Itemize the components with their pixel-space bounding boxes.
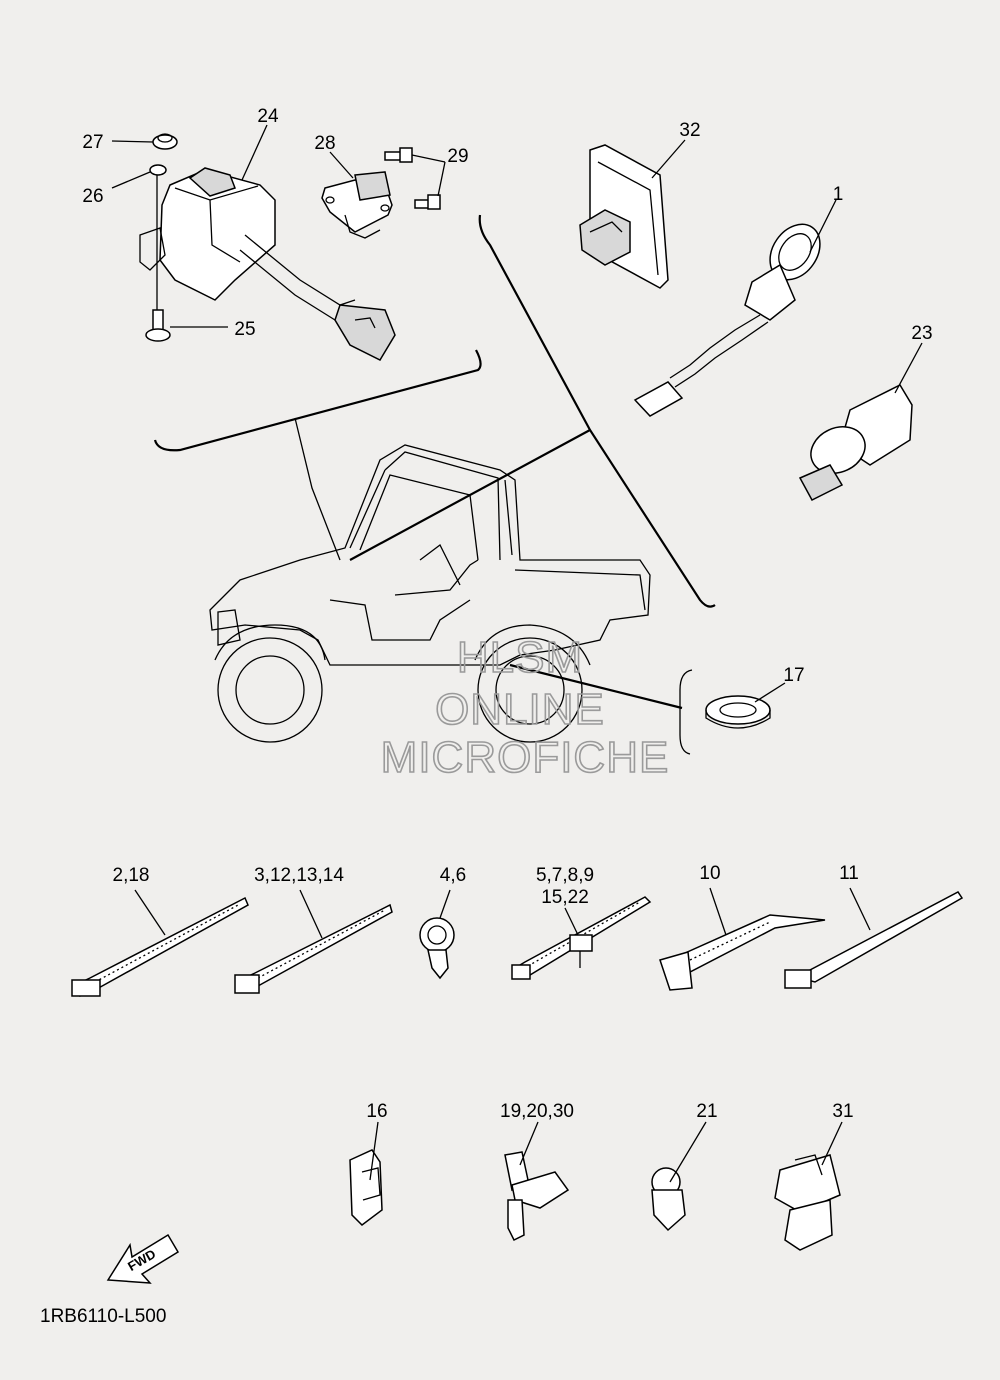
part-10-cable-tie-mount xyxy=(659,914,826,991)
callout-5-7-8-9: 5,7,8,9 xyxy=(536,865,594,886)
fwd-arrow-icon: FWD xyxy=(106,1233,180,1284)
part-17-grommet xyxy=(705,695,771,729)
callout-11: 11 xyxy=(839,863,859,884)
callout-31: 31 xyxy=(832,1101,853,1122)
part-11-cable-tie xyxy=(784,891,964,989)
part-31-clip xyxy=(774,1154,841,1251)
part-2-18-cable-tie xyxy=(71,896,249,997)
part-25-bolt xyxy=(145,309,171,342)
part-16-clip xyxy=(349,1149,383,1226)
watermark: HLSM ONLINE MICROFICHE xyxy=(380,632,670,783)
callout-29: 29 xyxy=(447,146,468,167)
part-26-washer xyxy=(149,164,167,315)
part-28-sensor xyxy=(321,171,393,239)
callout-15-22: 15,22 xyxy=(541,887,589,908)
callout-3-12-13-14: 3,12,13,14 xyxy=(254,865,344,886)
callout-19-20-30: 19,20,30 xyxy=(500,1101,574,1122)
callout-1: 1 xyxy=(833,184,844,205)
callout-4-6: 4,6 xyxy=(440,865,466,886)
part-29-screw xyxy=(384,147,441,210)
part-5-9-cable-tie xyxy=(511,896,652,980)
callout-26: 26 xyxy=(82,186,103,207)
part-1-socket xyxy=(633,223,821,417)
callout-2-18: 2,18 xyxy=(113,865,150,886)
part-23-sensor-plug xyxy=(798,384,913,501)
part-21-clip xyxy=(651,1167,686,1232)
callout-16: 16 xyxy=(366,1101,387,1122)
part-32-switch-panel xyxy=(579,144,669,289)
watermark-line-1: HLSM xyxy=(457,633,583,682)
callout-25: 25 xyxy=(234,319,255,340)
part-4-6-clip xyxy=(419,917,455,980)
callout-28: 28 xyxy=(314,133,335,154)
drawing-code: 1RB6110-L500 xyxy=(40,1306,166,1327)
part-27-nut xyxy=(152,133,178,150)
callout-24: 24 xyxy=(257,106,279,127)
callout-23: 23 xyxy=(911,323,932,344)
watermark-line-3: MICROFICHE xyxy=(381,733,670,782)
callout-10: 10 xyxy=(699,863,720,884)
callout-32: 32 xyxy=(679,120,700,141)
vehicle-outline xyxy=(153,214,716,743)
part-19-20-30-clip xyxy=(504,1151,570,1242)
part-3-14-cable-tie xyxy=(234,903,393,994)
callout-17: 17 xyxy=(783,665,804,686)
watermark-line-2: ONLINE xyxy=(435,685,605,734)
callout-27: 27 xyxy=(82,132,103,153)
callout-21: 21 xyxy=(696,1101,717,1122)
part-24-relay-assembly xyxy=(139,167,396,361)
